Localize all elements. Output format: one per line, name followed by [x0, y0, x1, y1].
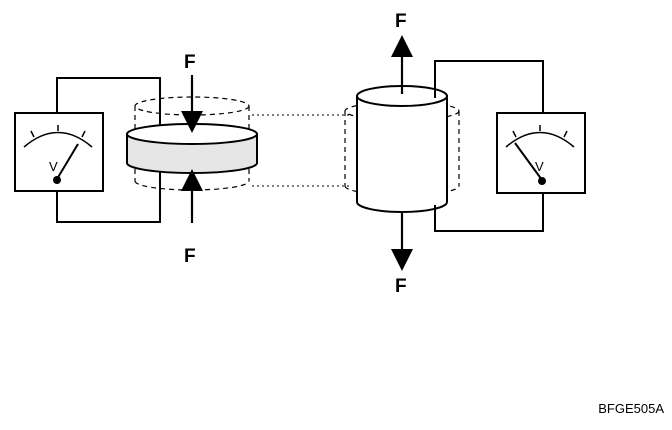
left-meter-label: V — [49, 159, 58, 174]
left-needle-pivot — [53, 176, 61, 184]
right-needle-pivot — [538, 177, 546, 185]
left-wires — [56, 77, 161, 223]
left-force-bottom-label: F — [184, 246, 196, 267]
right-voltmeter: V — [496, 112, 586, 194]
right-meter-label: V — [535, 159, 544, 174]
right-crystal-cylinder — [344, 85, 460, 213]
right-force-top-label: F — [395, 11, 407, 32]
left-voltmeter: V — [14, 112, 104, 192]
dotted-connectors — [252, 114, 350, 187]
figure-code: BFGE505A — [598, 401, 664, 416]
left-force-top-label: F — [184, 52, 196, 73]
right-force-bottom-label: F — [395, 276, 407, 297]
right-wires — [434, 60, 544, 232]
